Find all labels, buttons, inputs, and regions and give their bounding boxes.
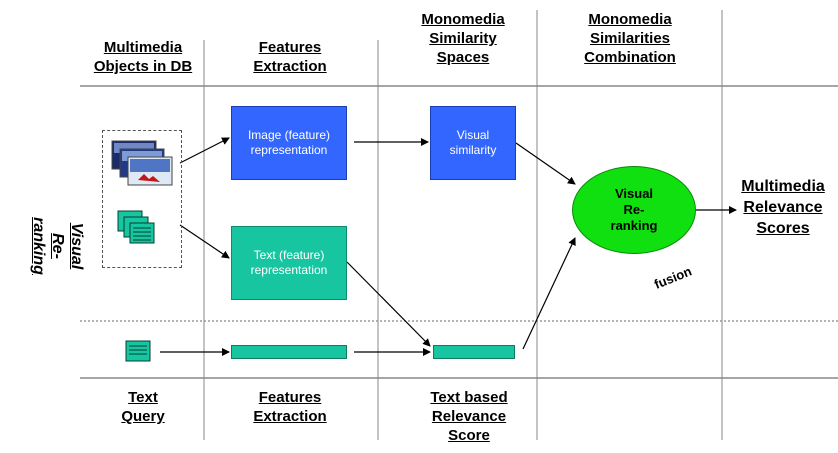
arrow-text-score-to-fusion <box>522 237 576 350</box>
header-monomedia-similarities-combination: Monomedia Similarities Combination <box>584 11 676 66</box>
query-feature-bar <box>231 345 347 359</box>
header-text-based-relevance-score: Text based Relevance Score <box>430 389 508 444</box>
header-features-extraction-bottom: Features Extraction <box>253 389 327 425</box>
arrow-text-rep-to-text-score <box>346 261 431 347</box>
text-representation-box: Text (feature) representation <box>231 226 347 300</box>
arrow-images-to-image-rep <box>179 137 230 164</box>
visual-similarity-box: Visual similarity <box>430 106 516 180</box>
header-monomedia-similarity-spaces: Monomedia Similarity Spaces <box>421 11 505 66</box>
text-score-bar <box>433 345 515 359</box>
side-label-visual-reranking: Visual Re- ranking <box>30 217 85 275</box>
arrow-visual-sim-to-fusion <box>515 142 576 185</box>
image-representation-box: Image (feature) representation <box>231 106 347 180</box>
database-objects-group <box>102 130 182 268</box>
image-stack-icon <box>111 140 173 186</box>
output-multimedia-relevance-scores: Multimedia Relevance Scores <box>741 178 825 237</box>
header-multimedia-objects: Multimedia Objects in DB <box>93 39 193 75</box>
header-features-extraction-top: Features Extraction <box>253 39 327 75</box>
arrow-text-docs-to-text-rep <box>179 224 230 259</box>
header-text-query: Text Query <box>121 389 165 425</box>
text-documents-icon <box>117 210 155 244</box>
query-document-icon <box>125 340 151 362</box>
visual-reranking-ellipse: Visual Re- ranking <box>572 166 696 254</box>
